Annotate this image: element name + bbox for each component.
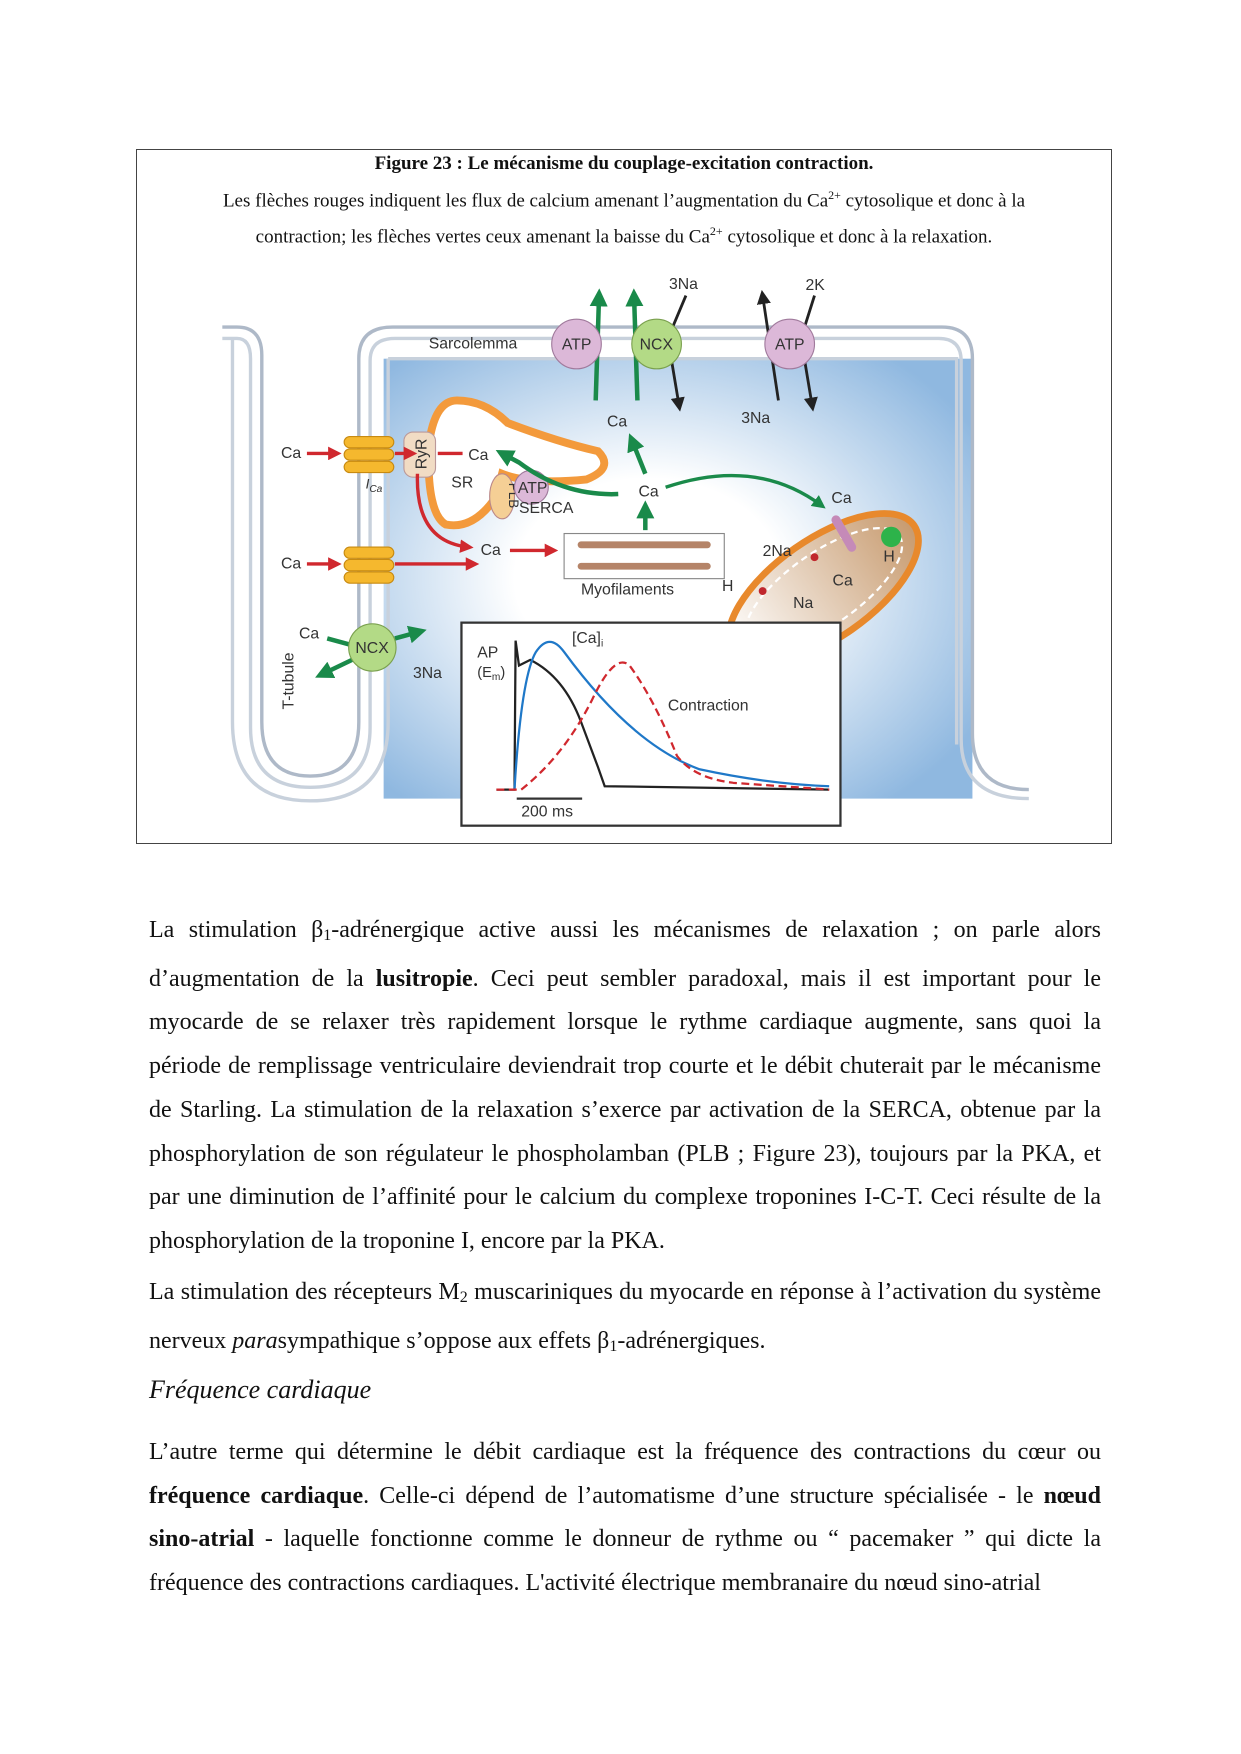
figure-title: Figure 23 : Le mécanisme du couplage-exc… [374,153,874,174]
figure-caption-line-2: contraction; les flèches vertes ceux ame… [255,224,993,248]
paragraph-heart-rate: L’autre terme qui détermine le débit car… [149,1439,1101,1597]
section-heading: Fréquence cardiaque [149,1375,372,1404]
paragraph-lusitropie: La stimulation β1-adrénergique active au… [149,917,1102,1254]
figure-frame: Figure 23 : Le mécanisme du couplage-exc… [136,149,1112,844]
figure-caption-line-1: Les flèches rouges indiquent les flux de… [222,188,1026,212]
paragraph-muscarinic: La stimulation des récepteurs M2 muscari… [149,1279,1101,1355]
